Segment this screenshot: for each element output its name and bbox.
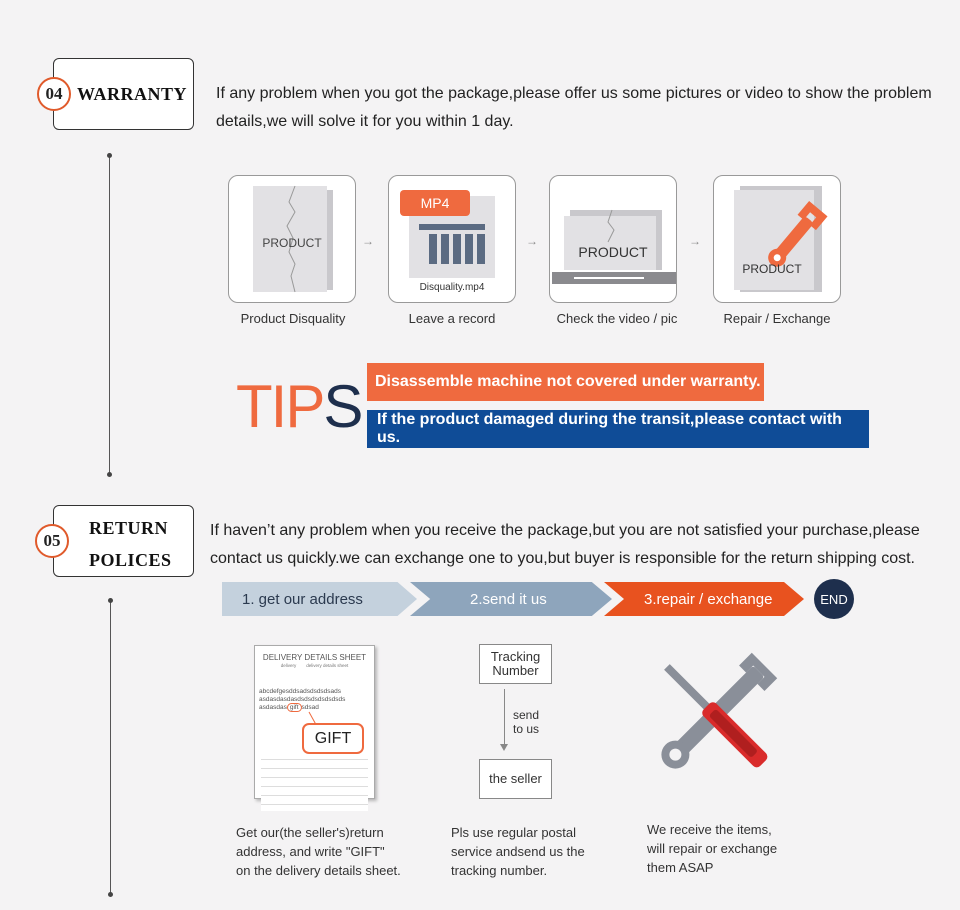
tip-warning-orange: Disassemble machine not covered under wa… bbox=[367, 363, 764, 401]
tracking-number-box: Tracking Number bbox=[479, 644, 552, 684]
tips-heading-part2: S bbox=[323, 373, 363, 440]
timeline-dot-bottom bbox=[107, 472, 112, 477]
step3-card-label: PRODUCT bbox=[578, 244, 648, 260]
tip-line1: Disassemble machine not covered under wa… bbox=[375, 373, 761, 390]
tips-heading: TIPS bbox=[236, 372, 363, 441]
description-tracking: Pls use regular postal service andsend u… bbox=[451, 823, 621, 880]
delivery-sheet: DELIVERY DETAILS SHEET delivery delivery… bbox=[254, 645, 375, 811]
description-address: Get our(the seller's)return address, and… bbox=[236, 823, 426, 880]
timeline-dot-top bbox=[107, 153, 112, 158]
flow-step-2-label: 2.send it us bbox=[470, 590, 547, 608]
warranty-header-box bbox=[53, 58, 194, 130]
gift-callout-label: GIFT bbox=[314, 729, 352, 747]
delivery-sheet-subtitles: delivery delivery details sheet bbox=[255, 663, 374, 668]
arrow-right-icon: → bbox=[526, 234, 538, 248]
wrench-icon bbox=[734, 186, 828, 292]
description-repair-line2: will repair or exchange bbox=[647, 841, 778, 856]
step2-card-label: Disquality.mp4 bbox=[419, 282, 485, 293]
description-repair-line1: We receive the items, bbox=[647, 822, 772, 837]
step-card-repair-exchange bbox=[713, 175, 841, 303]
flow-end-label: END bbox=[820, 591, 848, 607]
delivery-sheet-line3-gift: gift bbox=[286, 703, 302, 712]
tips-heading-part1: TIP bbox=[236, 373, 325, 440]
description-tracking-line2: service andsend us the bbox=[451, 844, 585, 859]
warranty-number: 04 bbox=[45, 84, 63, 103]
gift-callout: GIFT bbox=[302, 723, 364, 754]
delivery-sheet-line3-suffix: sdsad bbox=[301, 704, 319, 711]
flow-step-1-label: 1. get our address bbox=[242, 590, 363, 608]
step-card-check-video bbox=[549, 175, 677, 303]
tip-warning-blue: If the product damaged during the transi… bbox=[367, 410, 869, 448]
arrow-right-icon: → bbox=[362, 234, 374, 248]
step1-card-label: PRODUCT bbox=[262, 236, 322, 250]
description-repair: We receive the items, will repair or exc… bbox=[647, 820, 817, 877]
tip-line2: If the product damaged during the transi… bbox=[377, 411, 842, 446]
tracking-send-line2: to us bbox=[513, 722, 540, 736]
warranty-number-badge: 04 bbox=[37, 77, 71, 111]
step2-caption: Leave a record bbox=[408, 311, 496, 326]
delivery-sheet-line3-prefix: asdasdas bbox=[259, 704, 287, 711]
returns-header-box bbox=[53, 505, 194, 577]
description-repair-line3: them ASAP bbox=[647, 860, 714, 875]
returns-timeline-line bbox=[110, 600, 111, 895]
step-card-product-disquality bbox=[228, 175, 356, 303]
delivery-sheet-sub2: delivery details sheet bbox=[306, 663, 349, 668]
warranty-text: If any problem when you got the package,… bbox=[216, 85, 932, 130]
flow-step-2: 2.send it us bbox=[410, 582, 612, 616]
description-tracking-line1: Pls use regular postal bbox=[451, 825, 577, 840]
description-tracking-line3: tracking number. bbox=[451, 863, 548, 878]
delivery-sheet-line1: abcdefgesddsadsdsdsdsads bbox=[259, 688, 342, 695]
delivery-sheet-rules bbox=[261, 751, 368, 811]
repair-tools-icon bbox=[661, 652, 778, 769]
step3-caption: Check the video / pic bbox=[556, 311, 678, 326]
step4-caption: Repair / Exchange bbox=[723, 311, 831, 326]
description-address-line2: address, and write "GIFT" bbox=[236, 844, 385, 859]
delivery-sheet-line2: asdasdasdasdsdsdsdsdsdsds bbox=[259, 696, 346, 703]
returns-title-line2: POLICES bbox=[89, 550, 172, 570]
mp4-badge: MP4 bbox=[400, 190, 470, 216]
description-address-line3: on the delivery details sheet. bbox=[236, 863, 401, 878]
tracking-send-label: send to us bbox=[513, 708, 539, 736]
returns-text: If haven’t any problem when you receive … bbox=[210, 522, 920, 567]
video-player-icon bbox=[552, 209, 676, 284]
warranty-title: WARRANTY bbox=[77, 84, 188, 104]
tracking-arrow-line bbox=[504, 689, 505, 749]
timeline-dot-bottom bbox=[108, 892, 113, 897]
flow-step-3: 3.repair / exchange bbox=[604, 582, 804, 616]
step4-card-label: PRODUCT bbox=[742, 262, 802, 276]
step1-caption: Product Disquality bbox=[240, 311, 346, 326]
delivery-sheet-sub1: delivery bbox=[280, 663, 297, 668]
warranty-timeline-line bbox=[109, 157, 110, 475]
returns-title-line1: RETURN bbox=[89, 518, 169, 538]
arrow-right-icon: → bbox=[689, 234, 701, 248]
flow-step-1: 1. get our address bbox=[222, 582, 417, 616]
tracking-send-line1: send bbox=[513, 708, 540, 722]
mp4-badge-label: MP4 bbox=[420, 195, 450, 211]
cracked-box-icon bbox=[253, 185, 333, 293]
seller-box: the seller bbox=[479, 759, 552, 799]
returns-number-badge: 05 bbox=[35, 524, 69, 558]
timeline-dot-top bbox=[108, 598, 113, 603]
arrow-down-icon bbox=[500, 744, 508, 751]
delivery-sheet-title: DELIVERY DETAILS SHEET bbox=[262, 653, 367, 662]
description-address-line1: Get our(the seller's)return bbox=[236, 825, 384, 840]
returns-number: 05 bbox=[43, 531, 61, 550]
flow-step-3-label: 3.repair / exchange bbox=[644, 590, 773, 608]
flow-end-badge: END bbox=[814, 579, 854, 619]
